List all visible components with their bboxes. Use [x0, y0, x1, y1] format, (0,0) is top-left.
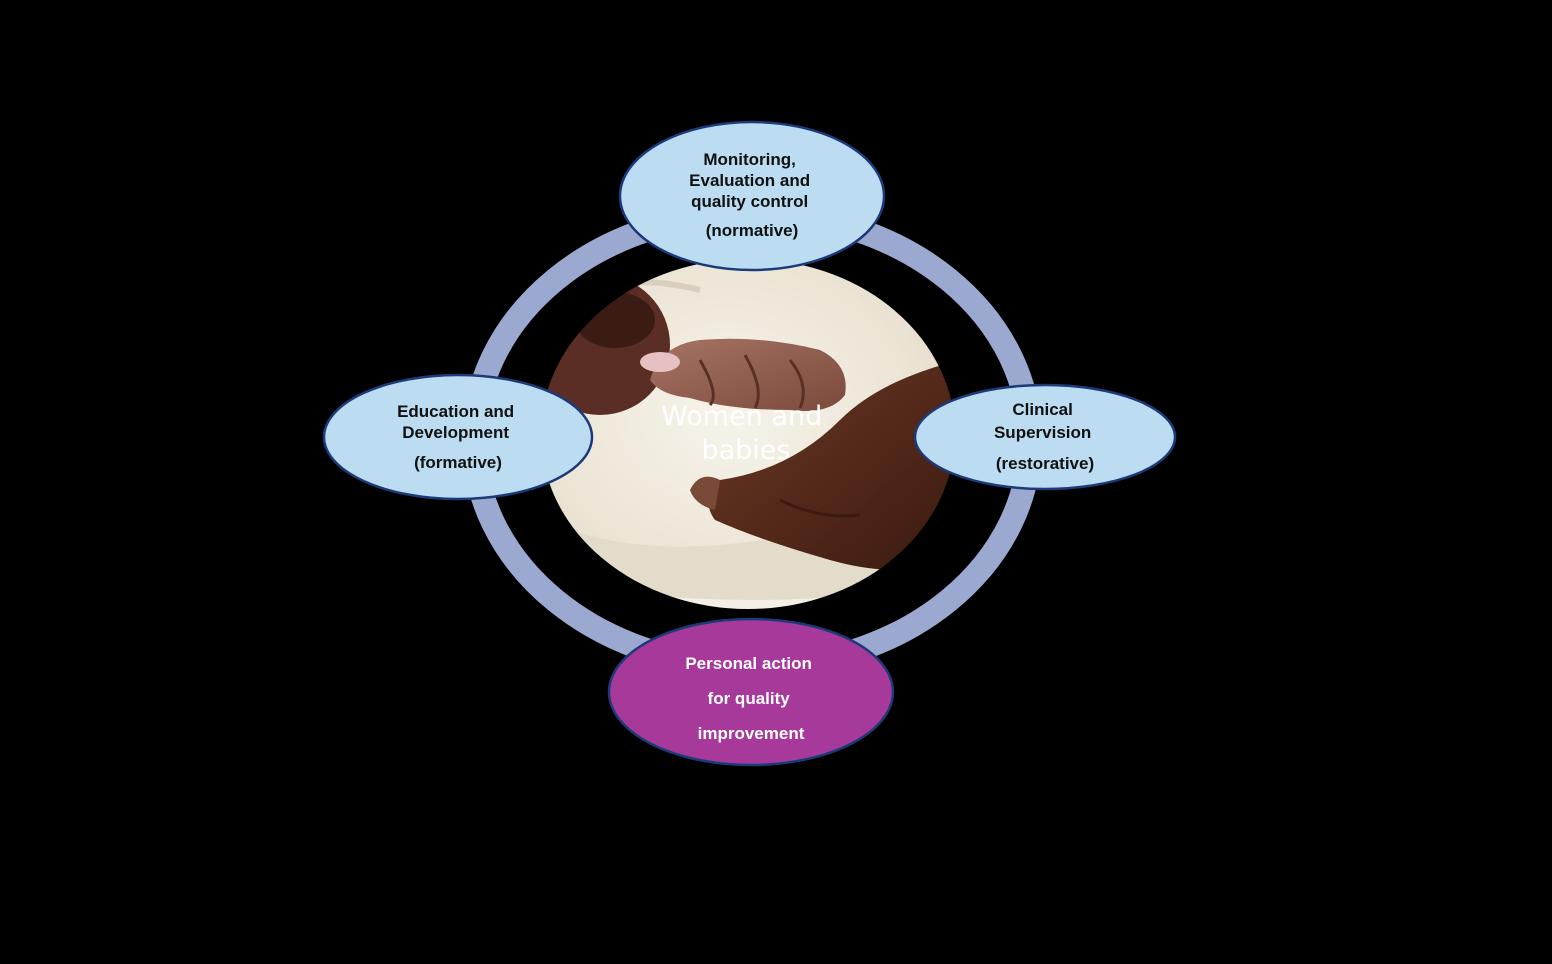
node-clinical-supervision: Clinical Supervision (restorative) — [913, 383, 1177, 491]
center-label: Women and babies — [661, 401, 831, 466]
node-monitoring-evaluation: Monitoring, Evaluation and quality contr… — [618, 120, 886, 272]
node-monitoring-label: Monitoring, Evaluation and quality contr… — [689, 150, 815, 240]
node-personal-action: Personal action for quality improvement — [607, 617, 895, 767]
node-clinical-label: Clinical Supervision (restorative) — [994, 400, 1096, 473]
node-personal-action-label: Personal action for quality improvement — [685, 654, 816, 743]
node-education-label: Education and Development (formative) — [397, 402, 519, 472]
node-education-development: Education and Development (formative) — [322, 373, 594, 501]
